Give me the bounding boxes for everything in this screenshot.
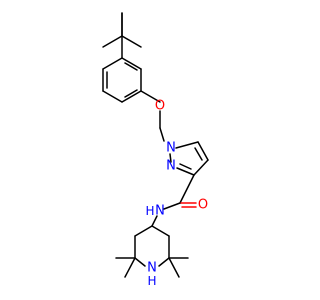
atom-labels: O N N O N H N H <box>145 99 208 289</box>
bond-c6-methyl-down <box>168 257 180 278</box>
piperidine-hydrogen-label: H <box>147 274 156 288</box>
bond-piperidine-c4-c3 <box>134 225 153 237</box>
ether-oxygen-label: O <box>155 99 165 114</box>
bond-c2-methyl-down <box>124 257 136 278</box>
bond-benzene-3 <box>121 90 142 103</box>
bond-nh-to-piperidine-c4 <box>151 215 158 227</box>
bond-piperidine-c6-n <box>158 257 170 267</box>
bond-pyrazole-c5-c4-inner <box>194 147 203 161</box>
bond-pyrazole-c4-c3 <box>193 159 209 176</box>
amide-nitrogen-label: N <box>155 204 165 219</box>
bond-benzene-4 <box>102 90 123 103</box>
amide-hydrogen-label: H <box>145 204 154 218</box>
bond-benzene-1 <box>121 57 142 70</box>
pyrazole-n2-label: N <box>166 159 176 174</box>
bonds <box>102 12 209 278</box>
bond-pyrazole-c3-n2-inner <box>179 163 192 170</box>
bond-piperidine-c2-n <box>134 257 146 267</box>
bond-pyrazole-c5-c4 <box>197 141 209 161</box>
bond-piperidine-c4-c5 <box>151 225 170 237</box>
bond-benzene-inner-2 <box>124 89 138 98</box>
bond-benzene-inner-1 <box>124 62 138 71</box>
bond-pyrazole-n1-c5 <box>175 141 199 149</box>
amide-oxygen-label: O <box>198 198 208 213</box>
bond-isopropyl-methyl-left <box>102 35 123 48</box>
bond-benzene-6 <box>102 57 123 70</box>
bond-ch2-to-pyrazole-n1 <box>159 127 165 142</box>
molecule-structure-diagram: O N N O N H N H <box>102 12 209 289</box>
bond-isopropyl-methyl-right <box>121 35 142 48</box>
bond-c3-to-amide-c <box>179 174 195 204</box>
pyrazole-n1-label: N <box>166 141 176 156</box>
bond-amide-c-to-nh <box>163 202 181 210</box>
piperidine-nitrogen-label: N <box>147 261 157 276</box>
bond-pyrazole-n2-n1 <box>169 153 172 163</box>
bond-pyrazole-c3-n2 <box>176 167 195 176</box>
bond-ring-to-ether-o <box>140 90 161 103</box>
